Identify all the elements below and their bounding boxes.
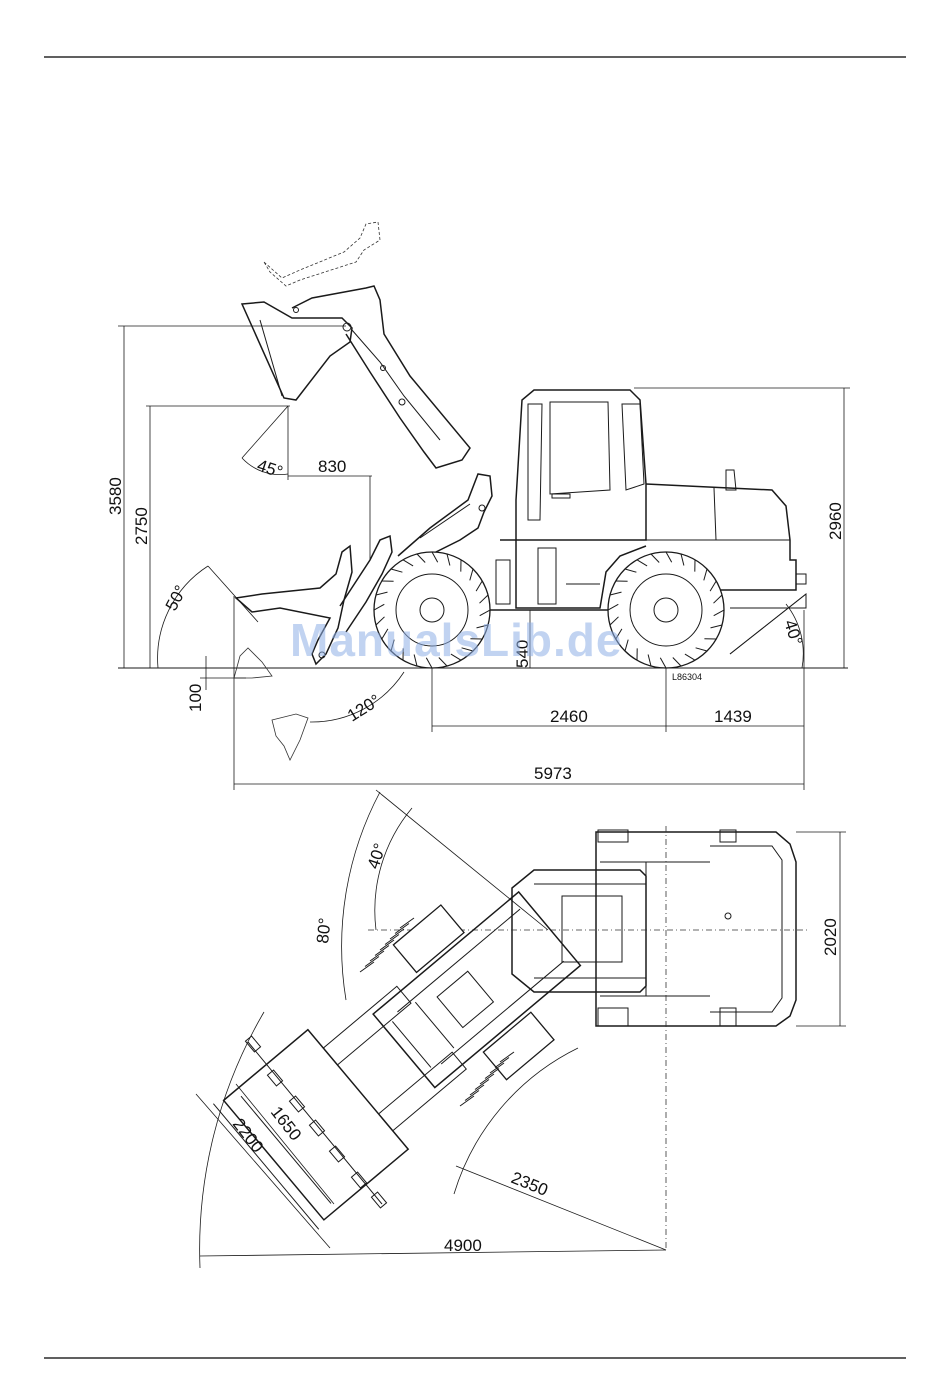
tread-lug (375, 946, 389, 956)
dim-100: 100 (186, 684, 205, 712)
tread-lug (485, 1069, 499, 1079)
tread-lug (395, 924, 409, 934)
rear-frame-top (596, 830, 796, 1026)
angle-120: 120° (344, 691, 384, 726)
tread-lug (360, 962, 374, 972)
boom-raised (242, 286, 470, 468)
angle-40-articulation: 40° (364, 841, 390, 871)
dim-4900: 4900 (444, 1236, 482, 1255)
dim-2460: 2460 (550, 707, 588, 726)
side-view: 3580 2750 830 45° 50° 100 120° 540 40° (106, 222, 850, 790)
dim-2750: 2750 (132, 507, 151, 545)
tread-lug (370, 951, 384, 961)
tread-lug (365, 957, 379, 967)
tread-lug (460, 1096, 474, 1106)
dim-2960: 2960 (826, 502, 845, 540)
tread-lug (400, 918, 414, 928)
dim-3580: 3580 (106, 477, 125, 515)
watermark: ManualsLib.de (290, 614, 622, 666)
bucket-raised-dumping (264, 222, 380, 286)
dim-830: 830 (318, 457, 346, 476)
angle-80-sweep: 80° (313, 917, 335, 945)
tread-lug (470, 1085, 484, 1095)
dim-5973: 5973 (534, 764, 572, 783)
tread-lug (380, 940, 394, 950)
tread-lug (475, 1080, 489, 1090)
cab (516, 390, 646, 540)
top-view: 2020 40° 80° 4900 2350 2200 1650 (196, 790, 846, 1268)
tread-lug (465, 1091, 479, 1101)
angle-50: 50° (162, 582, 191, 614)
angle-45: 45° (255, 456, 285, 482)
tread-lug (480, 1074, 494, 1084)
dim-1439: 1439 (714, 707, 752, 726)
cab-top (512, 870, 646, 992)
drawing-code: L86304 (672, 672, 702, 682)
dim-1650: 1650 (267, 1103, 305, 1145)
rear-tire (608, 552, 724, 668)
dim-2020: 2020 (821, 918, 840, 956)
